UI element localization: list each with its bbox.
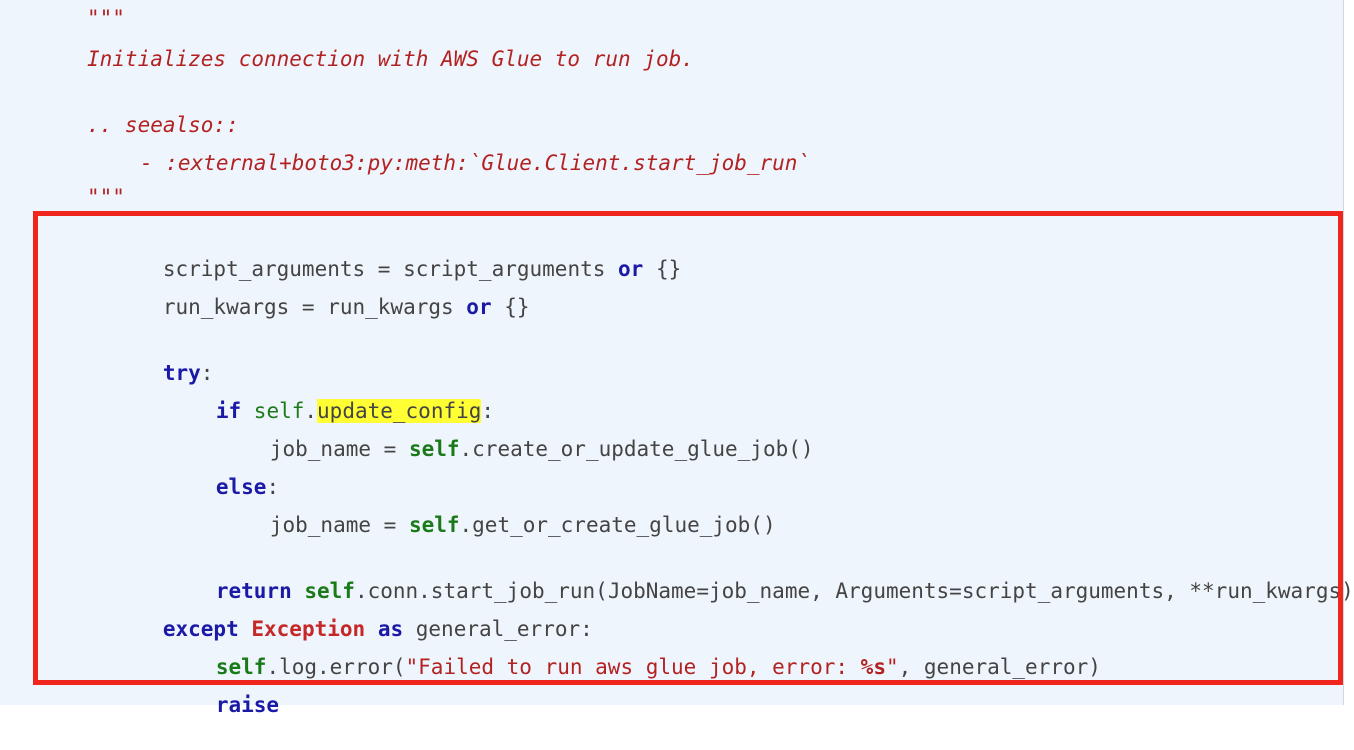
docstring-seealso-item: - :external+boto3:py:meth:`Glue.Client.s… (140, 151, 811, 175)
code-line-log-error: self.log.error("Failed to run aws glue j… (140, 622, 1101, 679)
code-text: {} (491, 295, 530, 319)
self-reference: self (408, 513, 460, 537)
code-text: run_kwargs = run_kwargs (162, 295, 467, 319)
code-line-except: except Exception as general_error: (87, 584, 593, 641)
code-viewer-panel: """ Initializes connection with AWS Glue… (0, 0, 1354, 717)
code-text: : (481, 399, 495, 423)
docstring-close: """ (87, 185, 125, 209)
keyword-return: return (215, 579, 292, 603)
code-line-script-arguments: script_arguments = script_arguments or {… (87, 224, 681, 281)
code-text: . (304, 399, 318, 423)
code-line-raise: raise (140, 660, 279, 717)
code-text: , general_error) (898, 655, 1101, 679)
self-reference: self (304, 579, 355, 603)
code-text: : (200, 361, 214, 385)
code-text: .get_or_create_glue_job() (459, 513, 776, 537)
self-reference: self (215, 655, 267, 679)
keyword-except: except (162, 617, 239, 641)
string-literal: " (885, 655, 899, 679)
keyword-as: as (377, 617, 404, 641)
code-line-else: else: (140, 442, 279, 499)
keyword-try: try (162, 361, 201, 385)
code-line-return: return self.conn.start_job_run(JobName=j… (140, 546, 1354, 603)
string-literal: "Failed to run aws glue job, error: (405, 655, 861, 679)
docstring-summary: Initializes connection with AWS Glue to … (87, 47, 694, 71)
code-text: job_name = (269, 513, 409, 537)
keyword-raise: raise (215, 693, 280, 717)
code-line-try: try: (87, 328, 214, 385)
keyword-if: if (215, 399, 242, 423)
code-line-run-kwargs: run_kwargs = run_kwargs or {} (87, 262, 530, 319)
code-text: .create_or_update_glue_job() (459, 437, 814, 461)
keyword-or: or (466, 295, 492, 319)
code-text: {} (643, 257, 682, 281)
code-line-create-job: job_name = self.create_or_update_glue_jo… (194, 404, 814, 461)
keyword-else: else (215, 475, 267, 499)
docstring-open: """ (87, 6, 125, 30)
code-text: : (266, 475, 280, 499)
code-text: job_name = (269, 437, 409, 461)
code-text: .log.error( (266, 655, 406, 679)
highlighted-search-match: update_config (317, 399, 482, 423)
keyword-or: or (618, 257, 644, 281)
self-reference: self (241, 399, 305, 423)
self-reference: self (408, 437, 460, 461)
code-block: """ Initializes connection with AWS Glue… (87, 6, 1354, 717)
code-text: general_error: (403, 617, 593, 641)
code-text: .conn.start_job_run(JobName=job_name, Ar… (354, 579, 1354, 603)
docstring-seealso: .. seealso:: (87, 113, 239, 137)
code-text: script_arguments = script_arguments (162, 257, 619, 281)
code-line-if: if self.update_config: (140, 366, 494, 423)
code-line-get-job: job_name = self.get_or_create_glue_job() (194, 480, 776, 537)
exception-class: Exception (251, 617, 366, 641)
format-specifier: %s (860, 655, 886, 679)
